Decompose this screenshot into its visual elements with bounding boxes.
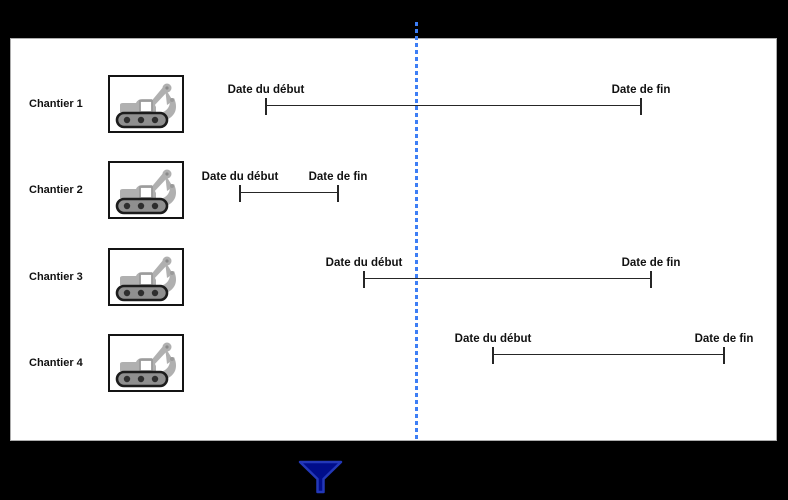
end-date-label: Date de fin	[611, 84, 671, 96]
timeline-end-tick	[337, 184, 339, 202]
timeline-start-tick	[492, 346, 494, 364]
excavator-icon	[115, 256, 176, 302]
time-cursor-dashed-line	[415, 22, 418, 441]
timeline-start-tick	[265, 97, 267, 115]
timeline-end-tick	[640, 97, 642, 115]
excavator-icon	[115, 169, 176, 215]
start-date-label: Date du début	[325, 257, 403, 269]
excavator-box	[108, 334, 184, 392]
timeline-start-tick	[363, 270, 365, 288]
start-date-label: Date du début	[201, 171, 279, 183]
timeline-end-tick	[723, 346, 725, 364]
end-date-label: Date de fin	[308, 171, 368, 183]
filter-funnel-icon[interactable]	[298, 460, 343, 494]
chantier-row: Chantier 1	[11, 39, 776, 440]
start-date-label: Date du début	[454, 333, 532, 345]
end-date-label: Date de fin	[694, 333, 754, 345]
chantier-row: Chantier 2	[11, 39, 776, 440]
timeline: Date du début Date de fin	[455, 333, 753, 364]
excavator-icon	[115, 342, 176, 388]
start-date-label: Date du début	[227, 84, 305, 96]
excavator-box	[108, 248, 184, 306]
timeline-end-tick	[650, 270, 652, 288]
timeline: Date du début Date de fin	[228, 84, 670, 115]
row-label: Chantier 4	[29, 357, 83, 369]
excavator-box	[108, 161, 184, 219]
row-label: Chantier 2	[29, 184, 83, 196]
row-label: Chantier 3	[29, 271, 83, 283]
excavator-box	[108, 75, 184, 133]
excavator-icon	[115, 83, 176, 129]
chantier-row: Chantier 3	[11, 39, 776, 440]
schedule-panel: Chantier 1	[10, 38, 777, 441]
timeline-start-tick	[239, 184, 241, 202]
timeline: Date du début Date de fin	[202, 171, 367, 202]
timeline: Date du début Date de fin	[326, 257, 680, 288]
row-label: Chantier 1	[29, 98, 83, 110]
end-date-label: Date de fin	[621, 257, 681, 269]
chantier-row: Chantier 4	[11, 39, 776, 440]
